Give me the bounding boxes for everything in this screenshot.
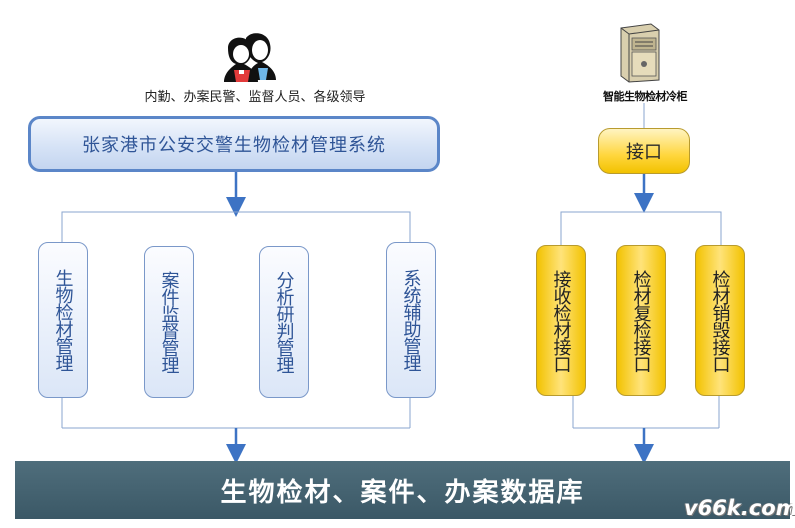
users-label: 内勤、办案民警、监督人员、各级领导 [144, 90, 366, 105]
system-title-box: 张家港市公安交警生物检材管理系统 [28, 116, 440, 172]
interface-receive-material: 接收检材接口 [536, 245, 586, 396]
module-label: 生物检材管理 [52, 269, 74, 371]
watermark: v66k.com [684, 496, 795, 520]
module-biological-material-management: 生物检材管理 [38, 242, 88, 398]
interface-box: 接口 [598, 128, 690, 174]
module-label: 分析研判管理 [273, 271, 295, 373]
interface-label: 接口 [626, 142, 662, 163]
cold-cabinet-icon [620, 23, 660, 83]
module-case-supervision-management: 案件监督管理 [144, 246, 194, 398]
system-title: 张家港市公安交警生物检材管理系统 [82, 135, 386, 156]
top-branch-line [61, 211, 411, 245]
users-icon [224, 33, 276, 82]
interface-module-label: 接收检材接口 [550, 269, 572, 372]
database-label: 生物检材、案件、办案数据库 [220, 477, 585, 508]
module-analysis-judgment-management: 分析研判管理 [259, 246, 309, 398]
interface-module-label: 检材销毁接口 [709, 269, 731, 372]
interface-recheck-material: 检材复检接口 [616, 245, 666, 396]
module-system-auxiliary-management: 系统辅助管理 [386, 242, 436, 398]
module-label: 系统辅助管理 [400, 269, 422, 371]
interface-destroy-material: 检材销毁接口 [695, 245, 745, 396]
module-label: 案件监督管理 [158, 271, 180, 373]
interface-module-label: 检材复检接口 [630, 269, 652, 372]
cold-cabinet-label: 智能生物检材冷柜 [603, 90, 688, 103]
database-bar: 生物检材、案件、办案数据库 [15, 461, 790, 519]
